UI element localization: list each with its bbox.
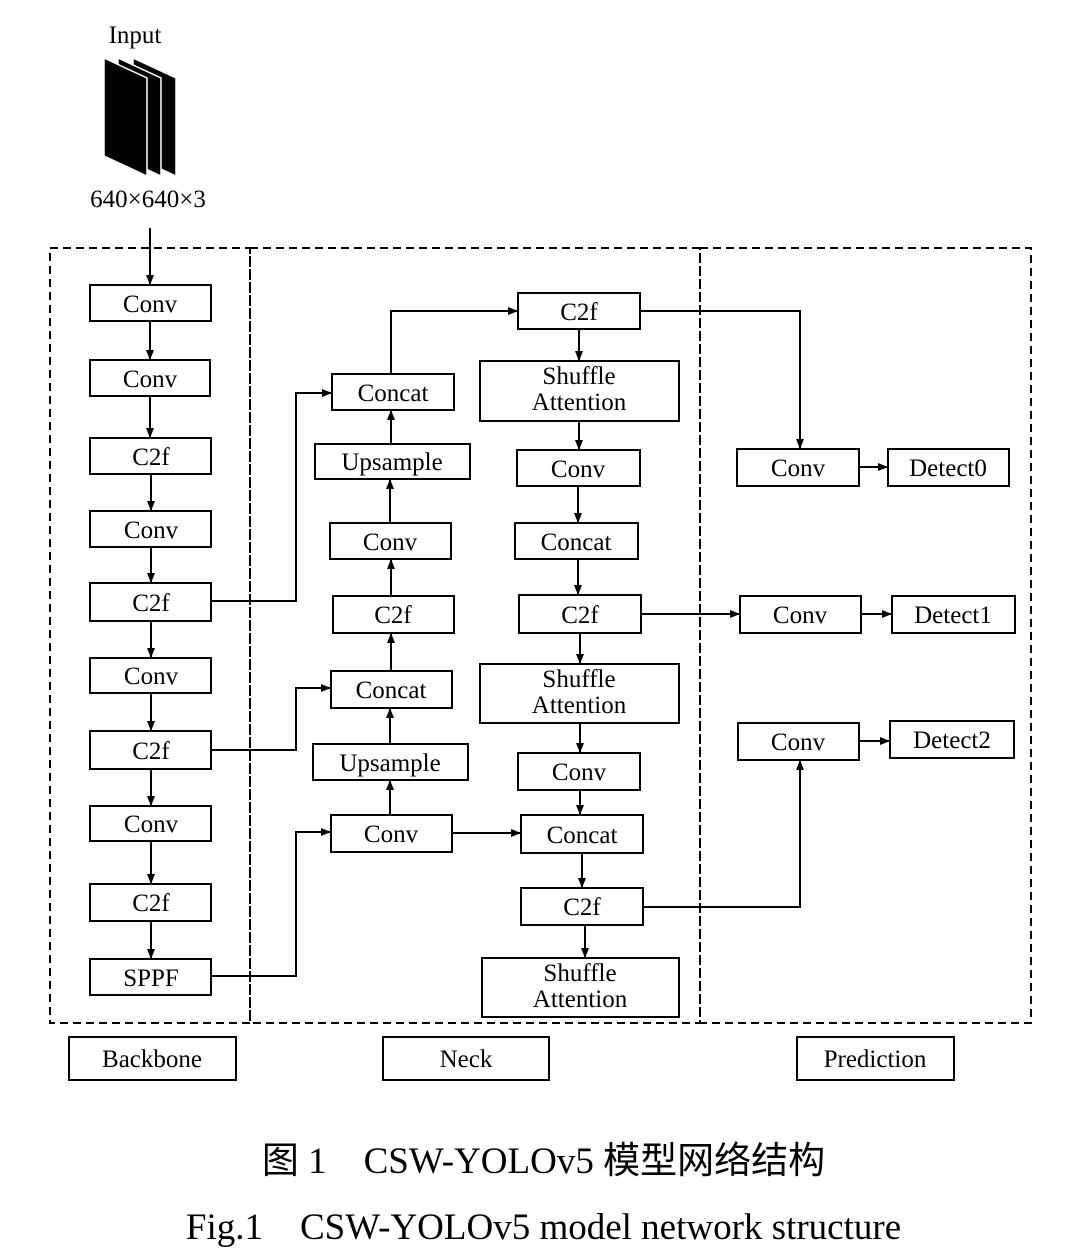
prediction-block-label: Conv — [773, 602, 828, 629]
prediction-block-label: Detect2 — [913, 727, 991, 754]
neck-block — [520, 814, 644, 854]
backbone-block — [89, 805, 212, 842]
backbone-block-label: C2f — [132, 738, 170, 765]
backbone-block-label: SPPF — [123, 965, 179, 992]
neck-block — [332, 595, 455, 634]
prediction-block — [887, 448, 1010, 487]
neck-block-label: Concat — [547, 822, 618, 849]
neck-block — [481, 957, 680, 1018]
neck-block-label: C2f — [563, 894, 601, 921]
input-image-icon — [103, 56, 177, 178]
prediction-label: Prediction — [824, 1046, 927, 1073]
backbone-block-label: Conv — [124, 811, 179, 838]
figure-caption-zh: 图 1 CSW-YOLOv5 模型网络结构 — [261, 1141, 826, 1182]
neck-block-label: C2f — [560, 299, 598, 326]
neck-block — [517, 752, 641, 791]
prediction-block — [736, 448, 860, 487]
prediction-block — [891, 595, 1016, 634]
neck-block-label: Attention — [532, 692, 627, 719]
neck-block — [330, 670, 453, 709]
backbone-block-label: Conv — [123, 291, 178, 318]
backbone-section — [49, 247, 251, 1024]
neck-block — [517, 292, 641, 330]
neck-block-label: Shuffle — [542, 666, 615, 693]
backbone-block-label: C2f — [132, 890, 170, 917]
backbone-block-label: Conv — [124, 663, 179, 690]
prediction-block-label: Detect0 — [909, 455, 987, 482]
neck-block-label: Conv — [552, 759, 607, 786]
neck-block-label: Concat — [541, 529, 612, 556]
prediction-label-box — [796, 1036, 955, 1081]
backbone-block-label: C2f — [132, 590, 170, 617]
figure-caption-en: Fig.1 CSW-YOLOv5 model network structure — [185, 1207, 902, 1248]
prediction-block-label: Detect1 — [914, 602, 992, 629]
neck-block — [516, 449, 641, 487]
backbone-block-label: Conv — [123, 366, 178, 393]
neck-block — [479, 663, 680, 724]
input-label: Input — [109, 22, 162, 49]
neck-block-label: Conv — [551, 456, 606, 483]
backbone-block — [89, 582, 212, 622]
neck-block-label: Upsample — [341, 449, 442, 476]
neck-block-label: Conv — [363, 529, 418, 556]
neck-block-label: Attention — [533, 986, 628, 1013]
neck-block-label: Concat — [356, 677, 427, 704]
neck-block-label: Concat — [358, 380, 429, 407]
neck-block — [514, 522, 639, 560]
backbone-block-label: C2f — [132, 444, 170, 471]
prediction-block-label: Conv — [771, 729, 826, 756]
neck-block-label: C2f — [561, 602, 599, 629]
connector-arrows — [146, 228, 892, 977]
neck-block-label: Conv — [364, 821, 419, 848]
neck-label: Neck — [440, 1046, 493, 1073]
backbone-label-box — [68, 1036, 237, 1081]
neck-block-label: Shuffle — [543, 960, 616, 987]
neck-block-label: Attention — [532, 389, 627, 416]
neck-label-box — [382, 1036, 550, 1081]
backbone-block-label: Conv — [124, 517, 179, 544]
prediction-block-label: Conv — [771, 455, 826, 482]
prediction-section — [699, 247, 1032, 1024]
prediction-block — [889, 720, 1015, 759]
neck-block-label: Shuffle — [542, 363, 615, 390]
backbone-label: Backbone — [102, 1046, 202, 1073]
input-dims: 640×640×3 — [90, 186, 206, 213]
neck-block-label: Upsample — [339, 750, 440, 777]
neck-block-label: C2f — [374, 602, 412, 629]
